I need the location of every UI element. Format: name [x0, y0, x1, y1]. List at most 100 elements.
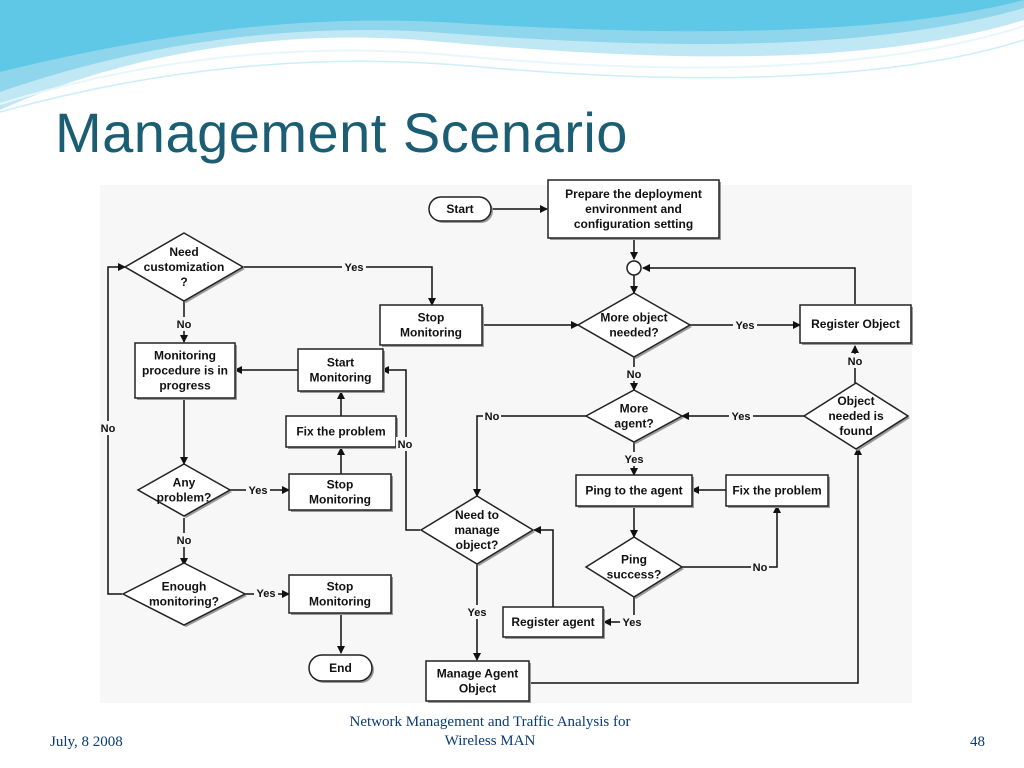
edge-label-no: No	[396, 437, 414, 451]
edge-register-agent-need-manage	[533, 526, 554, 607]
edge-label-bg	[751, 560, 769, 574]
edge-label-no: No	[175, 317, 193, 331]
edge-label-text: Yes	[468, 607, 487, 619]
edge-label-text: No	[753, 562, 768, 574]
node-label: Register Object	[811, 317, 900, 331]
edge-label-text: Yes	[249, 485, 268, 497]
edge-label-text: No	[485, 411, 500, 423]
edge-label-text: No	[627, 369, 642, 381]
footer-title-line1: Network Management and Traffic Analysis …	[349, 714, 631, 730]
edge-label-bg	[99, 421, 117, 435]
node-label: Manage Agent	[437, 667, 519, 681]
node-label: Any	[173, 476, 196, 490]
edge-label-text: No	[398, 439, 413, 451]
node-label: Monitoring	[309, 595, 371, 609]
slide-title: Management Scenario	[55, 101, 628, 164]
edge-label-yes: Yes	[246, 483, 270, 497]
node-label: Stop	[327, 580, 354, 594]
edge-label-yes: Yes	[342, 260, 366, 274]
header-wave	[0, 0, 1024, 113]
edge-label-bg	[396, 437, 414, 451]
decision-diamond	[576, 292, 692, 358]
edge-label-text: No	[177, 535, 192, 547]
edge-label-yes: Yes	[622, 452, 646, 466]
node-label: Monitoring	[310, 371, 372, 385]
node-label: More object	[600, 311, 667, 325]
edge-label-bg	[465, 605, 489, 619]
edge-label-text: No	[848, 356, 863, 368]
node-label: needed is	[828, 409, 884, 423]
node-label: customization	[144, 260, 225, 274]
process-box	[297, 348, 384, 392]
node-end: End	[308, 654, 374, 683]
process-box	[725, 474, 829, 507]
edge-label-no: No	[175, 533, 193, 547]
node-label: Fix the problem	[296, 425, 385, 439]
page-number: 48	[970, 734, 985, 750]
merge-junction	[626, 260, 642, 276]
edge-label-yes: Yes	[733, 318, 757, 332]
edge-label-text: No	[101, 423, 116, 435]
node-label: Ping	[621, 553, 647, 567]
decision-diamond	[136, 463, 232, 517]
node-label: procedure is in	[142, 364, 228, 378]
edge-label-bg	[846, 354, 864, 368]
node-label: success?	[607, 568, 662, 582]
node-label: Object	[837, 394, 874, 408]
edge-label-bg	[733, 318, 757, 332]
process-box	[134, 342, 236, 399]
edge-label-bg	[729, 409, 753, 423]
node-label: Prepare the deployment	[565, 187, 702, 201]
edge-label-bg	[246, 483, 270, 497]
edge-label-bg	[625, 367, 643, 381]
edge-label-bg	[342, 260, 366, 274]
node-label: monitoring?	[149, 595, 219, 609]
process-box	[575, 474, 693, 507]
node-label: End	[329, 661, 352, 675]
edge-label-bg	[254, 586, 278, 600]
node-label: Monitoring	[309, 493, 371, 507]
node-label: Stop	[418, 311, 445, 325]
node-ping: Ping to the agent	[575, 474, 694, 508]
node-register-object: Register Object	[799, 304, 913, 345]
edge-label-text: Yes	[736, 320, 755, 332]
node-label: environment and	[585, 202, 682, 216]
edge-label-text: Yes	[345, 262, 364, 274]
node-label: Start	[446, 202, 473, 216]
edge-label-yes: Yes	[729, 409, 753, 423]
node-label: object?	[456, 538, 499, 552]
node-label: Monitoring	[154, 349, 216, 363]
edge-need-custom-stop-top	[244, 266, 436, 306]
decision-diamond	[419, 495, 535, 565]
edge-label-bg	[622, 452, 646, 466]
edge-label-yes: Yes	[465, 605, 489, 619]
node-label: progress	[159, 379, 211, 393]
node-label: configuration setting	[574, 217, 693, 231]
process-box	[425, 660, 530, 702]
edge-label-bg	[175, 317, 193, 331]
edge-more-agent-need-manage	[473, 415, 586, 497]
edge-manage-agent-found	[529, 447, 862, 684]
decision-diamond	[123, 232, 245, 302]
terminator-shape	[428, 196, 492, 222]
process-box	[288, 574, 392, 614]
edge-label-no: No	[99, 421, 117, 435]
edge-label-yes: Yes	[620, 615, 644, 629]
node-label: problem?	[157, 491, 212, 505]
node-label: Ping to the agent	[585, 484, 682, 498]
node-label: Fix the problem	[732, 484, 821, 498]
node-label: More	[620, 402, 649, 416]
